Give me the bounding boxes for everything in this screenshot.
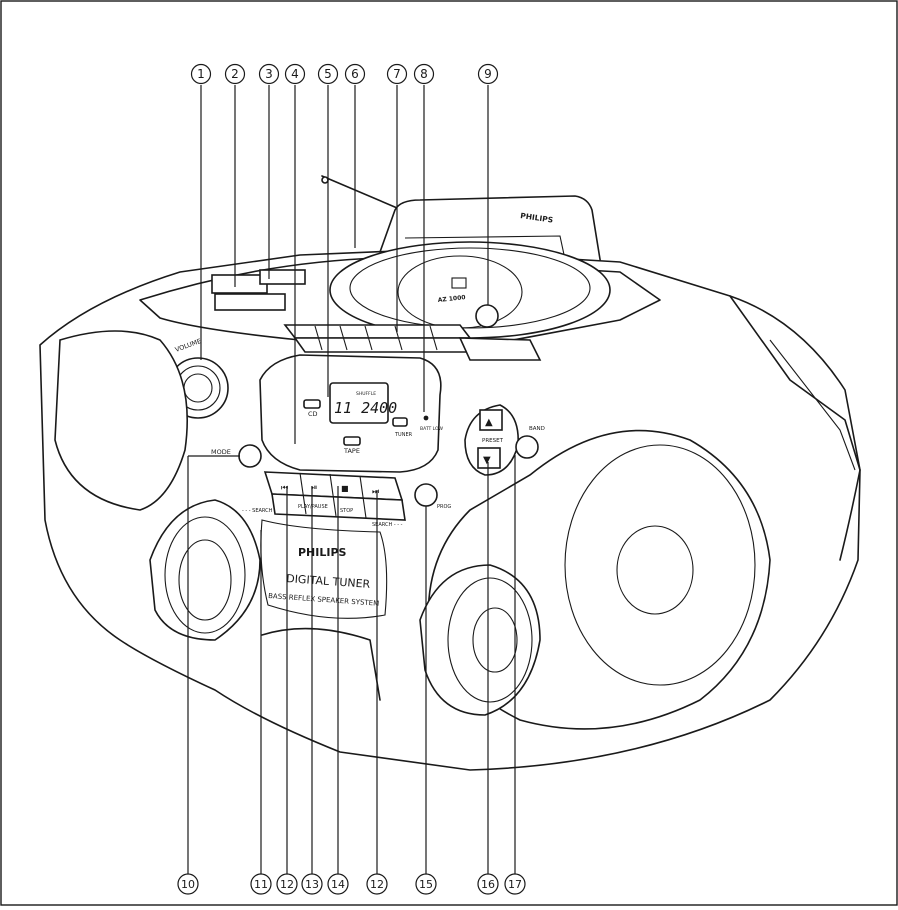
tape-source-button[interactable]: [343, 436, 361, 446]
search-right-label: SEARCH - - -: [372, 522, 403, 528]
tuner-source-button[interactable]: [392, 417, 408, 427]
callout-4: 4: [284, 63, 306, 85]
callouts-bottom: 10 11 12 13 14 12 15 16 17: [177, 873, 526, 895]
leader-lines: [187, 85, 516, 874]
callouts-top: 1 2 3 4 5 6 7 8 9: [190, 63, 499, 85]
svg-text:12: 12: [280, 878, 294, 891]
play-pause-label: PLAY/PAUSE: [298, 504, 328, 510]
callout-11: 11: [250, 873, 272, 895]
callout-6: 6: [344, 63, 366, 85]
svg-text:5: 5: [324, 67, 332, 81]
callout-2: 2: [224, 63, 246, 85]
transport-bar[interactable]: ⏮ ⏯ ■ ⏭: [263, 471, 406, 521]
svg-text:15: 15: [419, 878, 433, 891]
callout-14: 14: [327, 873, 349, 895]
preset-up-icon: ▲: [485, 417, 493, 428]
svg-text:17: 17: [508, 878, 522, 891]
callout-13: 13: [301, 873, 323, 895]
svg-text:11: 11: [254, 878, 268, 891]
svg-text:8: 8: [420, 67, 428, 81]
band-button[interactable]: [515, 435, 539, 459]
svg-text:14: 14: [331, 878, 345, 891]
next-icon[interactable]: ⏭: [372, 487, 379, 496]
batt-low-led: [423, 415, 429, 421]
stop-icon[interactable]: ■: [341, 484, 349, 493]
mode-label: MODE: [211, 448, 231, 456]
cd-source-button[interactable]: [303, 399, 321, 409]
tuner-text: DIGITAL TUNER: [286, 572, 371, 591]
cd-label: CD: [308, 410, 318, 418]
display-shuffle: SHUFFLE: [356, 391, 376, 397]
front-brand-text: PHILIPS: [298, 546, 347, 559]
callout-1: 1: [190, 63, 212, 85]
callout-5: 5: [317, 63, 339, 85]
callout-17: 17: [504, 873, 526, 895]
svg-text:6: 6: [351, 67, 359, 81]
svg-text:10: 10: [181, 878, 195, 891]
callout-7: 7: [386, 63, 408, 85]
callout-9: 9: [477, 63, 499, 85]
model-text: AZ 1000: [437, 294, 465, 304]
prev-icon[interactable]: ⏮: [281, 483, 288, 492]
callout-3: 3: [258, 63, 280, 85]
play-pause-icon[interactable]: ⏯: [311, 483, 317, 492]
mode-button[interactable]: [238, 444, 262, 468]
callout-16: 16: [477, 873, 499, 895]
callout-15: 15: [415, 873, 437, 895]
batt-low-label: BATT LOW: [420, 426, 444, 432]
cd-open-close-button[interactable]: [475, 304, 499, 328]
preset-label: PRESET: [482, 438, 504, 444]
stop-label: STOP: [340, 508, 353, 514]
svg-text:1: 1: [197, 67, 205, 81]
svg-text:16: 16: [481, 878, 495, 891]
left-speaker: [54, 330, 261, 641]
svg-text:12: 12: [370, 878, 384, 891]
search-left-label: - - - SEARCH: [242, 508, 273, 514]
preset-up-button[interactable]: [479, 409, 503, 431]
band-label: BAND: [529, 426, 545, 432]
lcd-display: [329, 382, 389, 424]
svg-text:4: 4: [291, 67, 299, 81]
svg-text:7: 7: [393, 67, 401, 81]
svg-text:3: 3: [265, 67, 273, 81]
preset-down-button[interactable]: [477, 447, 501, 469]
svg-text:2: 2: [231, 67, 239, 81]
boombox: PHILIPS AZ 1000: [39, 175, 861, 771]
svg-text:13: 13: [305, 878, 319, 891]
callout-12b: 12: [366, 873, 388, 895]
callout-8: 8: [413, 63, 435, 85]
right-speaker: [419, 429, 771, 730]
tuner-label: TUNER: [394, 432, 413, 438]
callout-10: 10: [177, 873, 199, 895]
display-digits: 11 2400: [334, 399, 397, 417]
svg-text:9: 9: [484, 67, 492, 81]
cassette-keys[interactable]: [211, 269, 306, 311]
callout-12a: 12: [276, 873, 298, 895]
preset-down-icon: ▼: [483, 455, 491, 466]
prog-label: PROG: [437, 504, 451, 510]
prog-button[interactable]: [414, 483, 438, 507]
tape-label: TAPE: [343, 447, 360, 455]
